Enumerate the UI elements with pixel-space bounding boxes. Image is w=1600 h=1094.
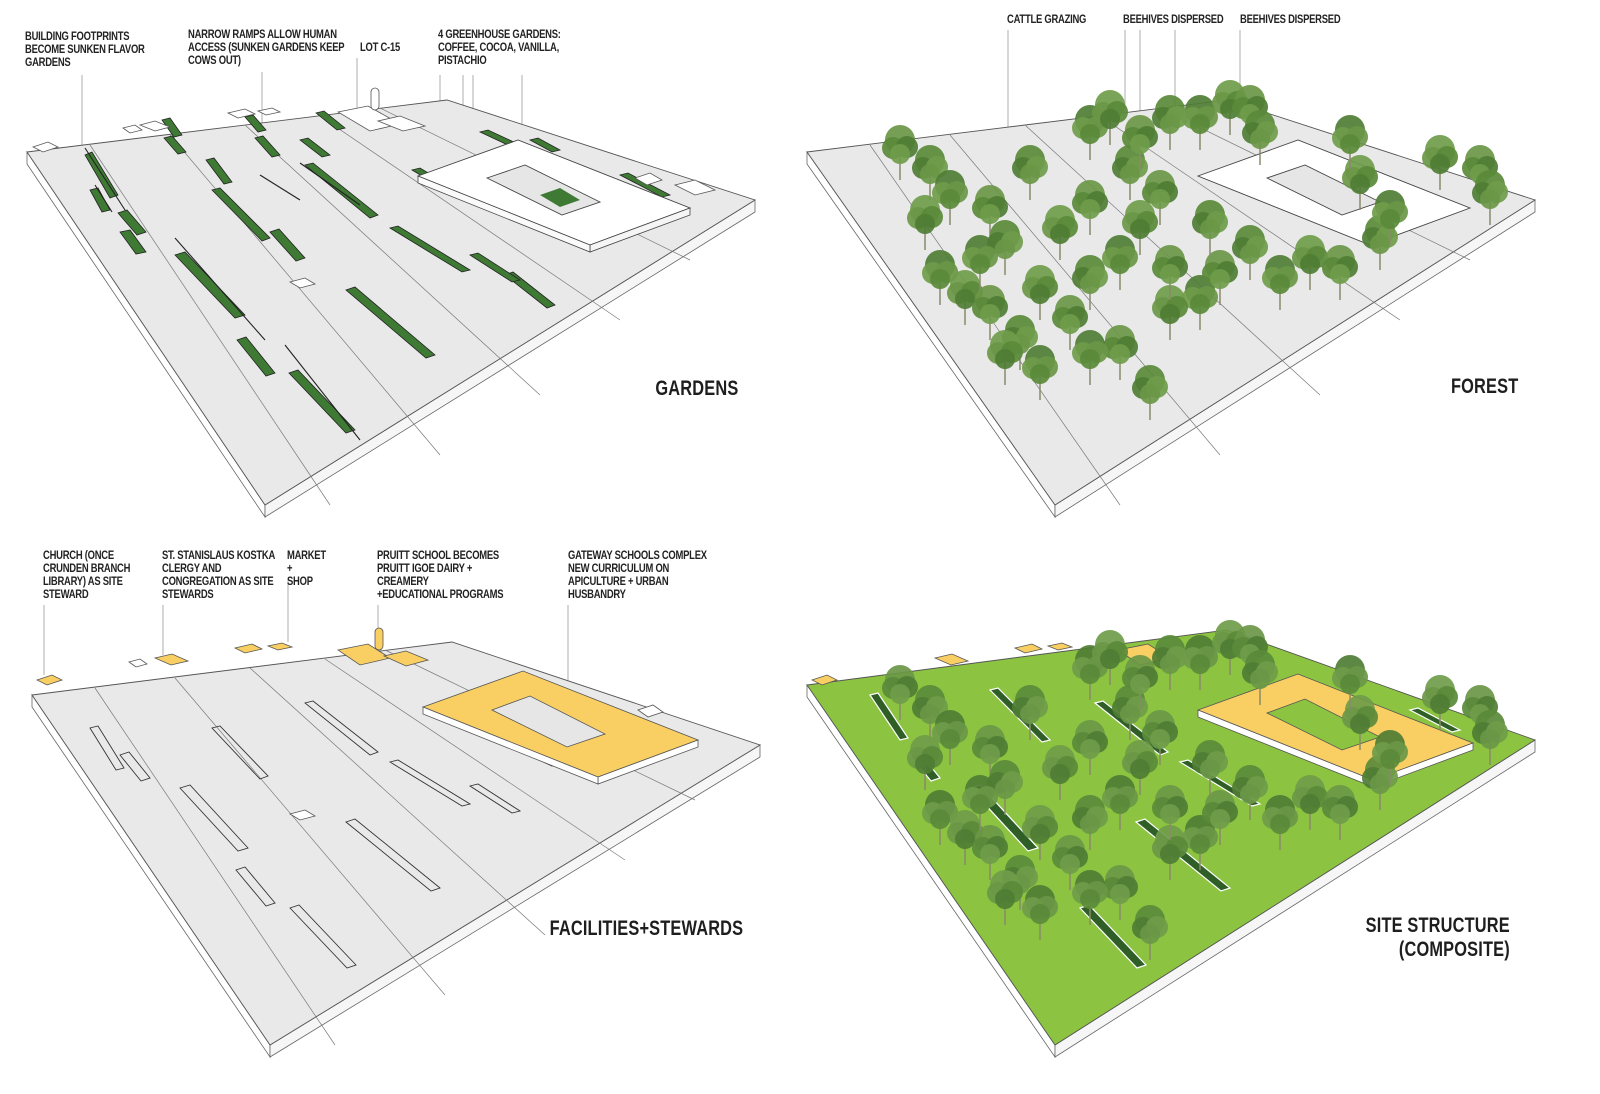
slab-top	[31, 641, 762, 1046]
panel-title-gardens: GARDENS	[654, 377, 738, 400]
annotation-gateway-schools: GATEWAY SCHOOLS COMPLEX NEW CURRICULUM O…	[568, 550, 707, 601]
panel-title-forest: FOREST	[1450, 375, 1518, 398]
panel-composite: SITE STRUCTURE (COMPOSITE)	[790, 530, 1580, 1070]
small-buildings	[31, 87, 717, 289]
facilities-site-model	[31, 580, 762, 1059]
panel-facilities: CHURCH (ONCE CRUNDEN BRANCH LIBRARY) AS …	[0, 530, 790, 1070]
annotation-pruitt-school: PRUITT SCHOOL BECOMES PRUITT IGOE DAIRY …	[377, 550, 504, 601]
annotation-narrow-ramps: NARROW RAMPS ALLOW HUMAN ACCESS (SUNKEN …	[188, 29, 345, 67]
annotation-greenhouse-gardens: 4 GREENHOUSE GARDENS: COFFEE, COCOA, VAN…	[438, 29, 561, 67]
tree-canopies	[882, 80, 1508, 420]
church	[35, 674, 64, 686]
composite-site-model	[806, 620, 1537, 1059]
annotation-market-shop: MARKET + SHOP	[287, 550, 326, 588]
gardens-site-model	[26, 58, 757, 519]
st-stanislaus	[153, 653, 190, 666]
slab-top	[26, 99, 757, 506]
facility-buildings	[35, 627, 700, 821]
annotation-lot-c15: LOT C-15	[360, 42, 400, 54]
ramps	[84, 147, 361, 441]
annotation-beehives-1: BEEHIVES DISPERSED	[1123, 14, 1224, 26]
shop	[266, 642, 294, 651]
gateway-schools-complex	[416, 139, 692, 253]
tree-canopies	[882, 620, 1508, 960]
silo	[374, 627, 384, 651]
annotation-cattle-grazing: CATTLE GRAZING	[1007, 14, 1087, 26]
annotation-church: CHURCH (ONCE CRUNDEN BRANCH LIBRARY) AS …	[43, 550, 131, 601]
silo	[370, 87, 380, 111]
annotation-beehives-2: BEEHIVES DISPERSED	[1240, 14, 1341, 26]
market	[233, 643, 264, 654]
panel-title-composite: SITE STRUCTURE (COMPOSITE)	[1365, 914, 1510, 961]
panel-gardens: BUILDING FOOTPRINTS BECOME SUNKEN FLAVOR…	[0, 0, 790, 540]
panel-title-facilities: FACILITIES+STEWARDS	[549, 917, 743, 940]
annotation-st-stanislaus: ST. STANISLAUS KOSTKA CLERGY AND CONGREG…	[162, 550, 276, 601]
panel-forest: CATTLE GRAZING BEEHIVES DISPERSED BEEHIV…	[790, 0, 1580, 540]
annotation-building-footprints: BUILDING FOOTPRINTS BECOME SUNKEN FLAVOR…	[25, 31, 145, 69]
forest-site-model	[806, 30, 1537, 519]
